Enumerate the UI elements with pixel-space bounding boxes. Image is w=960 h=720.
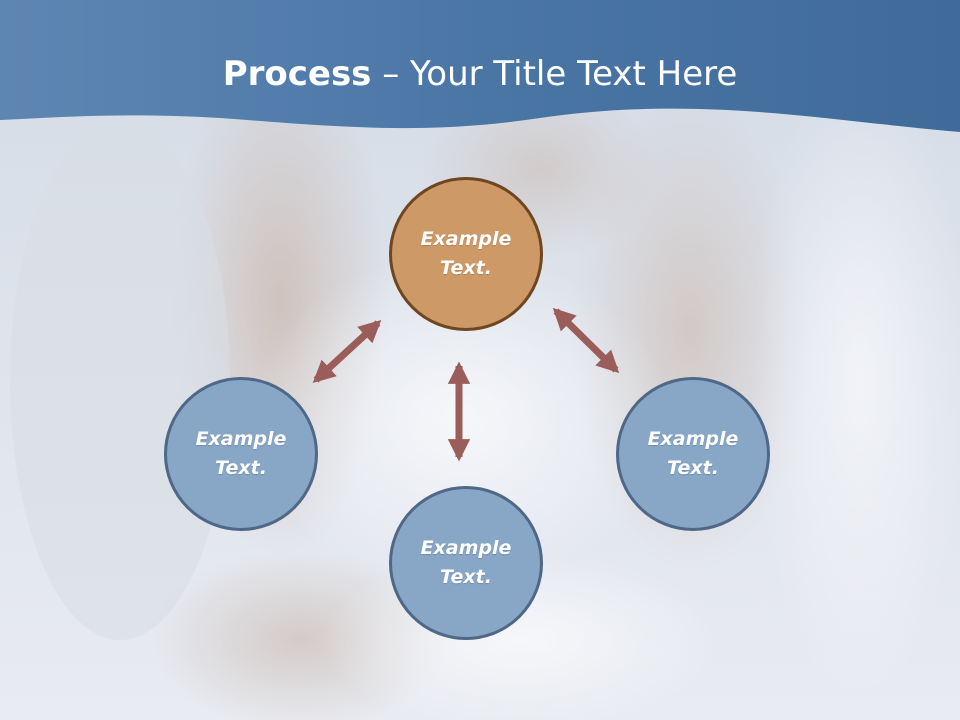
page-title: Process – Your Title Text Here — [0, 52, 960, 96]
title-bold: Process — [222, 54, 372, 94]
arrow-top-left — [312, 319, 382, 384]
title-rest: – Your Title Text Here — [371, 54, 738, 94]
arrow-top-right — [552, 307, 620, 374]
header-band — [0, 0, 960, 132]
